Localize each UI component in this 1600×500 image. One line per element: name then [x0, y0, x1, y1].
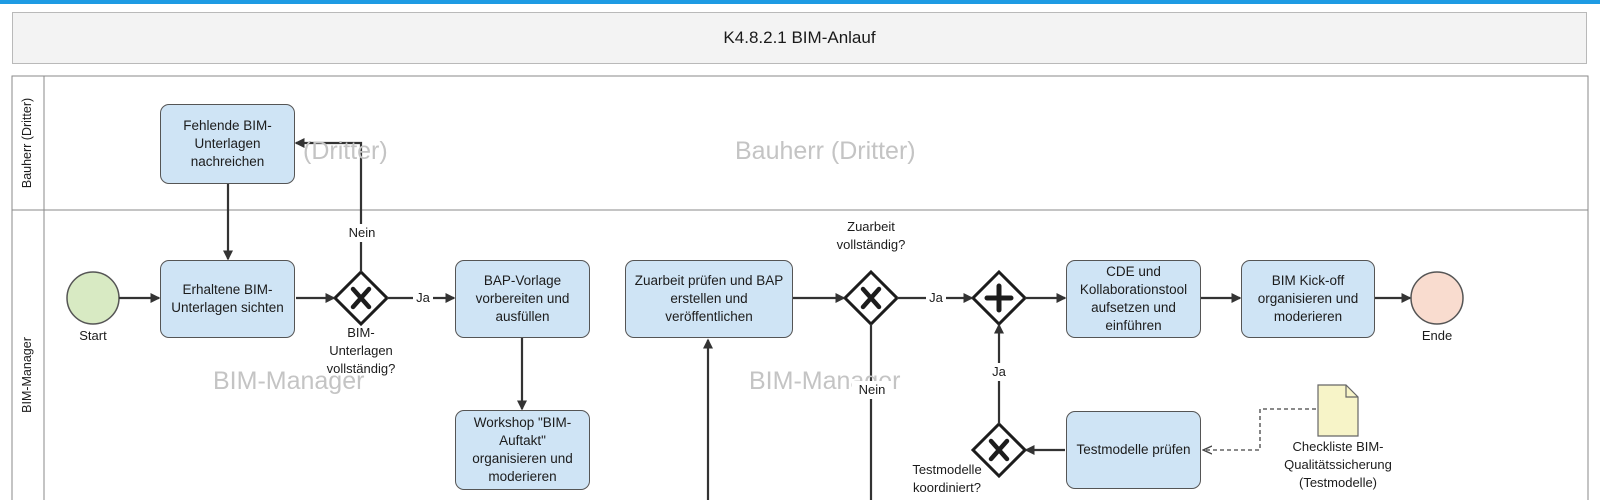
artifact-checkliste-label: Checkliste BIM-Qualitätssicherung (Testm… [1284, 439, 1392, 490]
flow-label-ja-g1: Ja [413, 289, 433, 307]
start-event [66, 271, 120, 325]
lane-label-bim-manager: BIM-Manager [20, 337, 34, 413]
gateway-g1 [332, 269, 390, 327]
flow-label-nein-g1: Nein [342, 224, 382, 242]
flow-label-ja-g3: Ja [988, 363, 1010, 381]
gateway-parallel [970, 269, 1028, 327]
flow-label-ja-g2: Ja [926, 289, 946, 307]
gateway-g3-label: Testmodelle koordiniert? [912, 462, 982, 495]
start-event-label: Start [79, 328, 107, 343]
task-fehlende-unterlagen[interactable]: Fehlende BIM-Unterlagen nachreichen [160, 104, 295, 184]
lane-watermark-bim-1: BIM-Manager [213, 367, 365, 395]
task-cde[interactable]: CDE und Kollaborationstool aufsetzen und… [1066, 260, 1201, 338]
task-kickoff[interactable]: BIM Kick-off organisieren und moderieren [1241, 260, 1375, 338]
diagram-title: K4.8.2.1 BIM-Anlauf [12, 12, 1587, 64]
end-event-label: Ende [1421, 328, 1453, 343]
lane-watermark-bauherr: Bauherr (Dritter) [735, 137, 916, 165]
task-erhaltene-unterlagen[interactable]: Erhaltene BIM-Unterlagen sichten [160, 260, 295, 338]
gateway-g3 [970, 421, 1028, 479]
task-workshop[interactable]: Workshop "BIM-Auftakt" organisieren und … [455, 410, 590, 490]
association-checkliste [1203, 408, 1316, 450]
gateway-g2 [842, 269, 900, 327]
flow-label-nein-g2: Nein [852, 381, 892, 399]
end-event [1410, 271, 1464, 325]
pool-frame [11, 75, 1589, 500]
gateway-g1-label: BIM-Unterlagen vollständig? [326, 325, 396, 376]
task-bap-vorlage[interactable]: BAP-Vorlage vorbereiten und ausfüllen [455, 260, 590, 338]
document-icon [1317, 384, 1359, 437]
task-testmodelle[interactable]: Testmodelle prüfen [1066, 411, 1201, 489]
task-zuarbeit[interactable]: Zuarbeit prüfen und BAP erstellen und ve… [625, 260, 793, 338]
gateway-g2-label: Zuarbeit vollständig? [836, 219, 906, 252]
lane-watermark-bauherr-partial: (Dritter) [303, 137, 388, 165]
top-accent-bar [0, 0, 1600, 4]
lane-label-bauherr: Bauherr (Dritter) [20, 97, 34, 189]
